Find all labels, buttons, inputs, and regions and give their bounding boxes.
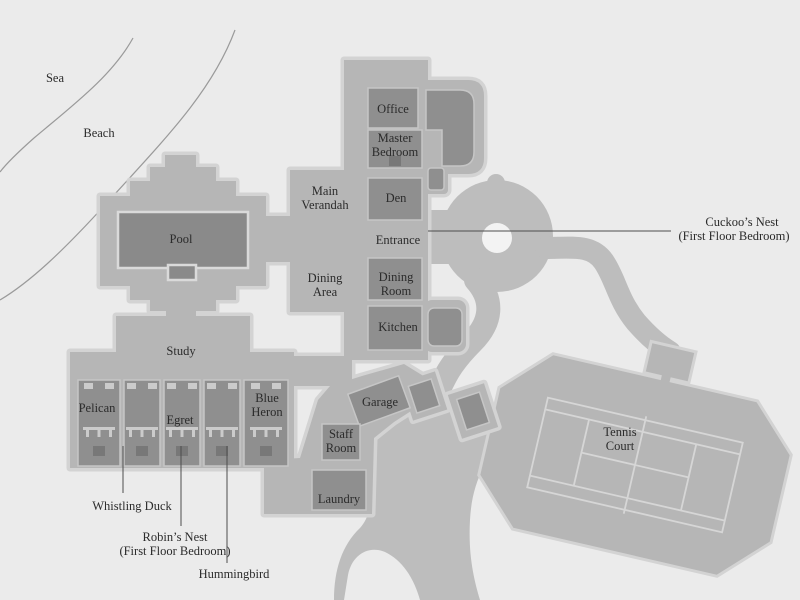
dining-area-label-line1: Dining [308,271,343,285]
whistling-duck-label: Whistling Duck [92,499,172,513]
master-bedroom-label-line1: Master [378,131,414,145]
outbuilding-1-room [407,378,441,414]
office-label: Office [377,102,409,116]
sea-shoreline [0,37,134,173]
rooms [77,87,491,511]
tennis-court-label-line2: Court [606,439,635,453]
sea-label: Sea [46,71,65,85]
kitchen-label: Kitchen [378,320,418,334]
driveways [334,174,681,600]
callout-lines [122,230,671,563]
cuckoos-nest-label-line2: (First Floor Bedroom) [678,229,789,243]
court-net [622,416,648,514]
den-annex-room [427,167,445,191]
kitchen-annex-room [427,307,463,347]
entrance-label: Entrance [376,233,421,247]
main-verandah-label-line1: Main [312,184,339,198]
pool-label: Pool [170,232,193,246]
blue-heron-label-line2: Heron [251,405,283,419]
cuckoos-nest-label-line1: Cuckoo’s Nest [705,215,779,229]
dining-room-label-line1: Dining [379,270,414,284]
kitchen-room [367,305,423,351]
blue-heron-label-line1: Blue [255,391,279,405]
den-room [367,177,423,221]
service-drive [426,268,501,404]
laundry-room [311,469,367,511]
staff-room-label-line2: Room [326,441,357,455]
master-bedroom-bed [389,156,401,166]
labels: Sea Beach Pool Main Verandah Dining Area… [46,71,790,581]
tennis-gate-link [660,373,671,384]
garage-room [346,374,412,428]
tennis-path [535,236,681,363]
lower-drive [334,411,508,600]
master-bedroom-label-line2: Bedroom [372,145,419,159]
outbuilding-2-room [455,391,491,431]
tennis-court-label-line1: Tennis [603,425,636,439]
robins-nest-label-line2: (First Floor Bedroom) [119,544,230,558]
robins-nest-label-line1: Robin’s Nest [143,530,208,544]
staff-room-room [321,423,361,461]
pool-step [166,263,198,282]
hummingbird-label: Hummingbird [199,567,271,581]
beach-label: Beach [83,126,115,140]
study-label: Study [166,344,196,358]
office-annex-room [425,89,475,167]
roundabout-stub [487,174,505,204]
dining-room-room [367,257,423,301]
staff-room-label-line1: Staff [329,427,354,441]
laundry-label: Laundry [318,492,361,506]
roundabout-island [482,223,512,253]
pool [116,210,250,270]
pelican-label: Pelican [79,401,117,415]
office-room [367,87,419,129]
dining-area-label-line2: Area [313,285,338,299]
pelican-unit [77,379,121,467]
dining-room-label-line2: Room [381,284,412,298]
egret-label: Egret [166,413,194,427]
den-label: Den [386,191,408,205]
garage-label: Garage [362,395,399,409]
main-verandah-label-line2: Verandah [301,198,349,212]
